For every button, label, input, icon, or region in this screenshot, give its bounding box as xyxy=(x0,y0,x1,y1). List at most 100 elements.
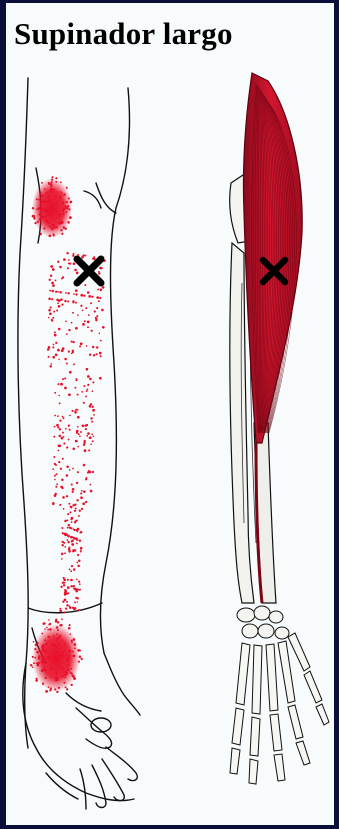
pain-dot xyxy=(72,488,75,491)
pain-dot xyxy=(66,654,68,656)
pain-dot xyxy=(44,622,46,624)
pain-dot xyxy=(49,290,51,292)
elbow-pain-hotspot xyxy=(32,176,73,238)
pain-dot xyxy=(34,222,36,224)
pain-dot xyxy=(69,429,71,431)
pain-dot xyxy=(81,508,83,510)
pain-dot xyxy=(95,353,97,355)
pain-dot xyxy=(85,428,87,430)
pain-dot xyxy=(86,345,88,347)
pain-dot xyxy=(68,197,70,199)
pain-dot xyxy=(63,436,65,438)
pain-dot xyxy=(59,197,61,199)
pain-dot xyxy=(77,426,79,428)
pain-dot xyxy=(68,524,70,526)
pain-dot xyxy=(86,477,88,479)
pain-dot xyxy=(77,554,79,556)
pain-dot xyxy=(56,657,58,659)
pain-dot xyxy=(41,669,44,672)
pain-dot xyxy=(92,346,94,348)
pain-dot xyxy=(42,683,44,685)
pain-dot xyxy=(81,490,83,492)
pain-dot xyxy=(69,550,71,552)
pain-dot xyxy=(70,673,72,675)
pain-dot xyxy=(44,639,46,641)
pain-dot xyxy=(79,650,81,652)
forearm-anatomy xyxy=(230,73,329,784)
pain-dot xyxy=(83,490,86,493)
pain-dot xyxy=(84,320,86,322)
pain-dot xyxy=(79,435,81,437)
pain-dot xyxy=(58,222,61,225)
pain-dot xyxy=(82,309,84,311)
pain-dot xyxy=(61,437,64,440)
pain-dot xyxy=(74,510,76,512)
pain-dot xyxy=(60,383,63,386)
pain-dot xyxy=(74,529,76,531)
pain-dot xyxy=(55,473,57,475)
pain-dot xyxy=(44,216,46,218)
pain-dot xyxy=(41,645,44,648)
pain-dot xyxy=(60,624,63,627)
pain-dot xyxy=(67,586,70,589)
pain-dot xyxy=(62,276,64,278)
pain-dot xyxy=(38,207,41,210)
pain-dot xyxy=(76,440,78,442)
pain-dot xyxy=(91,434,93,436)
pain-dot xyxy=(71,410,73,412)
pain-dot xyxy=(68,350,70,352)
pain-dot xyxy=(50,184,52,186)
pain-dot xyxy=(33,662,35,664)
pain-dot xyxy=(84,424,86,426)
pain-dot xyxy=(47,348,50,351)
pain-dot xyxy=(96,296,99,299)
pain-dot xyxy=(64,590,67,593)
pain-dot xyxy=(68,393,71,396)
pain-dot xyxy=(75,379,77,381)
pain-dot xyxy=(90,403,92,405)
pain-dot xyxy=(85,307,87,309)
pain-dot xyxy=(101,267,103,269)
pain-dot xyxy=(65,686,67,688)
pain-dot xyxy=(74,601,76,603)
pain-dot xyxy=(48,356,50,358)
pain-dot xyxy=(89,436,92,439)
pain-dot xyxy=(62,532,64,534)
pain-dot xyxy=(80,492,82,494)
pain-dot xyxy=(88,295,91,298)
pain-dot xyxy=(81,658,83,660)
pain-dot xyxy=(68,547,70,549)
pain-dot xyxy=(59,610,62,613)
pain-dot xyxy=(61,303,63,305)
pain-dot xyxy=(75,590,78,593)
pain-dot xyxy=(75,537,77,539)
pain-dot xyxy=(80,531,82,533)
pain-dot xyxy=(66,604,68,606)
pain-dot xyxy=(54,331,56,333)
pain-dot xyxy=(57,261,59,263)
pain-dot xyxy=(78,560,81,563)
pain-dot xyxy=(62,202,64,204)
pain-dot xyxy=(48,656,50,658)
pain-dot xyxy=(53,227,55,229)
pain-dot xyxy=(73,253,75,255)
pain-dot xyxy=(66,688,68,690)
pain-dot xyxy=(38,199,40,201)
pain-dot xyxy=(62,347,65,350)
pain-dot xyxy=(51,214,53,216)
pain-dot xyxy=(53,234,55,236)
pain-dot xyxy=(74,411,77,414)
pain-dot xyxy=(64,386,67,389)
pain-dot xyxy=(91,330,93,332)
pain-dot xyxy=(61,558,63,560)
pain-dot xyxy=(71,543,74,546)
pain-dot xyxy=(62,416,64,418)
pain-dot xyxy=(61,669,63,671)
pain-dot xyxy=(87,321,90,324)
pain-dot xyxy=(72,301,74,303)
pain-dot xyxy=(67,541,69,543)
pain-dot xyxy=(48,317,50,319)
pain-dot xyxy=(90,302,92,304)
pain-dot xyxy=(78,433,80,435)
pain-dot xyxy=(61,553,64,556)
